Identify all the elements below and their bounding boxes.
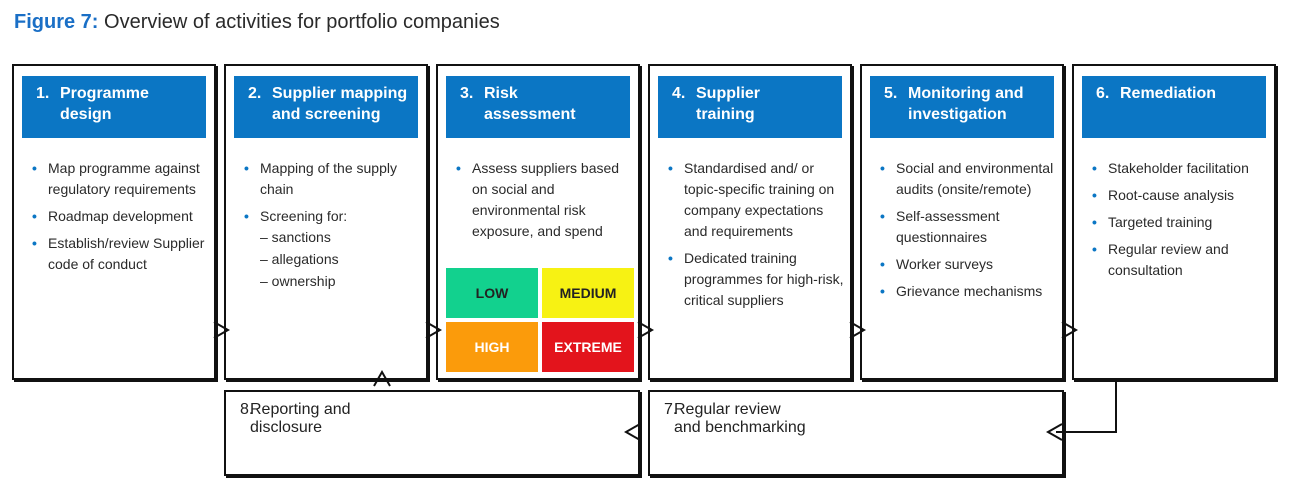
- bullet-item: •Stakeholder facilitation: [1088, 158, 1268, 179]
- step-number: 5.: [884, 85, 898, 102]
- step-title-line: Regular review: [674, 401, 781, 418]
- step-title-line: and screening: [272, 106, 381, 123]
- step-3-bullets: •Assess suppliers based on social and en…: [452, 158, 632, 248]
- sub-bullets: – sanctions – allegations – ownership: [260, 227, 420, 292]
- bullet-item: •Screening for: – sanctions – allegation…: [240, 206, 420, 292]
- bullet-item: •Mapping of the supply chain: [244, 160, 397, 197]
- sub-bullet-item: – allegations: [260, 251, 339, 267]
- step-title-line: design: [60, 106, 112, 123]
- bullet-icon: •: [1092, 241, 1097, 257]
- bullet-icon: •: [1092, 160, 1097, 176]
- bullet-item: •Root-cause analysis: [1088, 185, 1268, 206]
- bullet-icon: •: [1092, 214, 1097, 230]
- step-title-line: Risk: [484, 85, 518, 102]
- step-number: 6.: [1096, 85, 1110, 102]
- step-5-bullets: •Social and environmental audits (onsite…: [876, 158, 1056, 308]
- step-8-header: 8. Reporting and disclosure: [226, 392, 638, 465]
- step-number: 2.: [248, 85, 262, 102]
- bullet-icon: •: [32, 235, 37, 251]
- bullet-icon: •: [880, 208, 885, 224]
- step-1-header: 1. Programme design: [22, 76, 206, 138]
- step-4-bullets: •Standardised and/ or topic-specific tra…: [664, 158, 844, 317]
- step-6-header: 6. Remediation: [1082, 76, 1266, 138]
- step-7-box: 7. Regular review and benchmarking: [648, 390, 1064, 476]
- bullet-icon: •: [244, 160, 249, 176]
- step-8-box: 8. Reporting and disclosure: [224, 390, 640, 476]
- step-6-box: 6. Remediation •Stakeholder facilitation…: [1072, 64, 1276, 380]
- step-6-bullets: •Stakeholder facilitation •Root-cause an…: [1088, 158, 1268, 287]
- bullet-item: •Targeted training: [1088, 212, 1268, 233]
- step-title-line: Programme: [60, 85, 149, 102]
- risk-cell-high: HIGH: [446, 322, 538, 372]
- step-2-header: 2. Supplier mapping and screening: [234, 76, 418, 138]
- step-1-bullets: •Map programme against regulatory requir…: [28, 158, 208, 281]
- step-3-header: 3. Risk assessment: [446, 76, 630, 138]
- bullet-item: •Roadmap development: [28, 206, 208, 227]
- step-4-header: 4. Supplier training: [658, 76, 842, 138]
- risk-matrix: LOW MEDIUM HIGH EXTREME: [446, 268, 634, 372]
- step-title-line: and benchmarking: [674, 419, 806, 436]
- step-title-line: Remediation: [1120, 85, 1217, 102]
- bullet-item: •Map programme against regulatory requir…: [32, 160, 200, 197]
- bullet-icon: •: [668, 160, 673, 176]
- step-5-header: 5. Monitoring and investigation: [870, 76, 1054, 138]
- step-title-line: Reporting and: [250, 401, 351, 418]
- bullet-item: •Dedicated training programmes for high-…: [668, 250, 844, 308]
- bullet-item: •Grievance mechanisms: [876, 281, 1056, 302]
- bullet-icon: •: [880, 283, 885, 299]
- bullet-item: •Assess suppliers based on social and en…: [456, 160, 620, 239]
- sub-bullet-item: – ownership: [260, 273, 336, 289]
- bullet-icon: •: [32, 208, 37, 224]
- step-title-line: Supplier mapping: [272, 85, 408, 102]
- step-number: 3.: [460, 85, 474, 102]
- bullet-item: •Regular review and consultation: [1092, 241, 1229, 278]
- bullet-icon: •: [456, 160, 461, 176]
- bullet-item: •Worker surveys: [876, 254, 1056, 275]
- bullet-item: •Social and environmental audits (onsite…: [880, 160, 1054, 197]
- step-3-box: 3. Risk assessment •Assess suppliers bas…: [436, 64, 640, 380]
- bullet-icon: •: [1092, 187, 1097, 203]
- figure-title: Figure 7: Overview of activities for por…: [14, 11, 500, 34]
- step-7-header: 7. Regular review and benchmarking: [650, 392, 1062, 465]
- risk-cell-low: LOW: [446, 268, 538, 318]
- risk-cell-extreme: EXTREME: [542, 322, 634, 372]
- step-title-line: investigation: [908, 106, 1007, 123]
- bullet-icon: •: [880, 160, 885, 176]
- step-title-line: Supplier: [696, 85, 761, 102]
- step-2-bullets: •Mapping of the supply chain •Screening …: [240, 158, 420, 298]
- bullet-item: •Establish/review Supplier code of condu…: [32, 235, 205, 272]
- bullet-icon: •: [32, 160, 37, 176]
- figure-label: Figure 7:: [14, 11, 99, 33]
- step-number: 7.: [664, 401, 678, 418]
- step-number: 8.: [240, 401, 254, 418]
- step-title-line: assessment: [484, 106, 576, 123]
- step-1-box: 1. Programme design •Map programme again…: [12, 64, 216, 380]
- step-number: 1.: [36, 85, 50, 102]
- connector-line: [1056, 381, 1117, 433]
- step-title-line: disclosure: [250, 419, 323, 436]
- step-title-line: training: [696, 106, 755, 123]
- bullet-icon: •: [668, 250, 673, 266]
- step-5-box: 5. Monitoring and investigation •Social …: [860, 64, 1064, 380]
- step-number: 4.: [672, 85, 686, 102]
- step-title-line: Monitoring and: [908, 85, 1024, 102]
- bullet-icon: •: [880, 256, 885, 272]
- sub-bullet-item: – sanctions: [260, 229, 331, 245]
- figure-title-text: Overview of activities for portfolio com…: [104, 11, 500, 33]
- bullet-item: •Standardised and/ or topic-specific tra…: [668, 160, 835, 239]
- step-4-box: 4. Supplier training •Standardised and/ …: [648, 64, 852, 380]
- bullet-icon: •: [244, 208, 249, 224]
- bullet-item: •Self-assessment questionnaires: [880, 208, 1000, 245]
- risk-cell-medium: MEDIUM: [542, 268, 634, 318]
- step-2-box: 2. Supplier mapping and screening •Mappi…: [224, 64, 428, 380]
